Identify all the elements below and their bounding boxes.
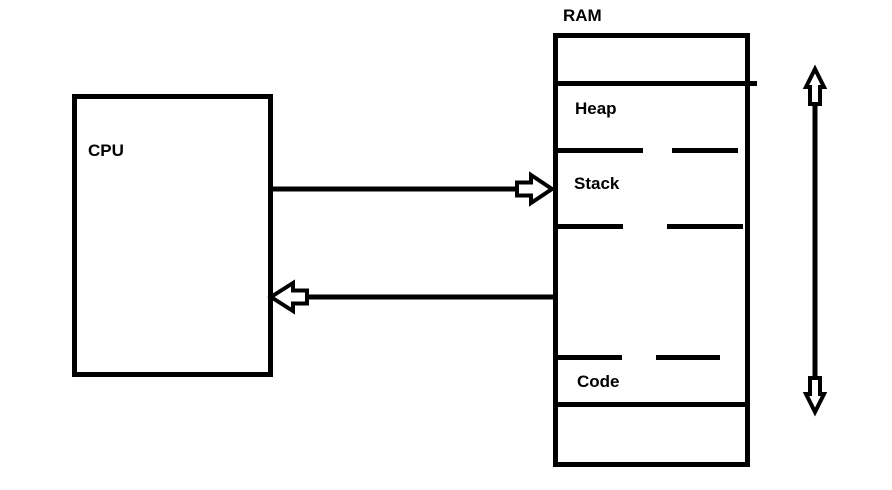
free-code-dash (656, 355, 720, 360)
ram-section-code-label: Code (577, 372, 620, 391)
heap-stack-dash (672, 148, 738, 153)
cpu-box (72, 94, 273, 377)
ram-box (553, 33, 750, 467)
stack-free-dash (667, 224, 743, 229)
ram-extent-arrow (802, 64, 828, 417)
free-code-dash (556, 355, 622, 360)
heap-stack-dash (556, 148, 643, 153)
ram-title: RAM (563, 6, 602, 25)
ram-divider-bottom (553, 402, 750, 407)
cpu-to-ram-arrow (272, 171, 556, 207)
ram-section-heap-label: Heap (575, 99, 617, 118)
ram-divider-top (553, 81, 757, 86)
stack-free-dash (553, 224, 623, 229)
ram-section-stack-label: Stack (574, 174, 620, 193)
cpu-label: CPU (88, 141, 124, 160)
ram-to-cpu-arrow (267, 279, 553, 315)
